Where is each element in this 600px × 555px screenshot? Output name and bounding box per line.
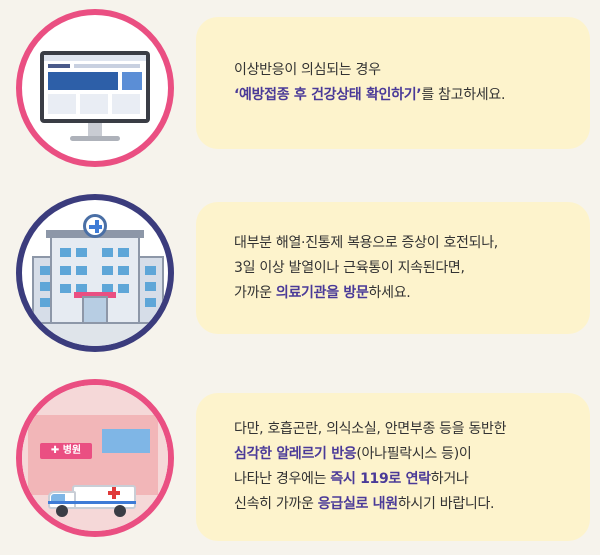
info-bubble: 대부분 해열·진통제 복용으로 증상이 호전되나, 3일 이상 발열이나 근육통… (196, 202, 590, 334)
info-line: 3일 이상 발열이나 근육통이 지속된다면, (234, 259, 465, 276)
guide-item-emergency: ✚ 병원 다만, 호흡곤란, 의식소실, 안면부종 등을 동반한 심각한 알레르… (0, 375, 600, 550)
highlight-text: 심각한 알레르기 반응 (234, 446, 357, 462)
info-line: 나타난 경우에는 즉시 119로 연락하거나 (234, 471, 469, 487)
info-line: ‘예방접종 후 건강상태 확인하기’를 참고하세요. (234, 87, 506, 103)
medical-cross-icon (83, 214, 107, 238)
info-line: 다만, 호흡곤란, 의식소실, 안면부종 등을 동반한 (234, 421, 507, 437)
info-line: 신속히 가까운 응급실로 내원하시기 바랍니다. (234, 496, 495, 512)
info-line: 가까운 의료기관을 방문하세요. (234, 284, 411, 301)
guide-item-visit-clinic: 대부분 해열·진통제 복용으로 증상이 호전되나, 3일 이상 발열이나 근육통… (0, 190, 600, 365)
hospital-building-icon (16, 194, 174, 352)
computer-monitor-icon (16, 9, 174, 167)
info-line: 대부분 해열·진통제 복용으로 증상이 호전되나, (234, 234, 498, 251)
info-line: 심각한 알레르기 반응(아나필락시스 등)이 (234, 446, 472, 462)
hospital-sign: ✚ 병원 (40, 443, 92, 459)
guide-item-check-status: 이상반응이 의심되는 경우 ‘예방접종 후 건강상태 확인하기’를 참고하세요. (0, 5, 600, 180)
info-bubble: 다만, 호흡곤란, 의식소실, 안면부종 등을 동반한 심각한 알레르기 반응(… (196, 393, 590, 541)
highlight-text: 의료기관을 방문 (275, 284, 369, 301)
highlight-text: 응급실로 내원 (317, 496, 398, 512)
hospital-ambulance-icon: ✚ 병원 (16, 379, 174, 537)
highlight-text: ‘예방접종 후 건강상태 확인하기’ (234, 87, 422, 103)
info-line: 이상반응이 의심되는 경우 (234, 62, 381, 78)
website-screen (44, 55, 146, 119)
info-bubble: 이상반응이 의심되는 경우 ‘예방접종 후 건강상태 확인하기’를 참고하세요. (196, 17, 590, 149)
ambulance-icon (72, 485, 136, 509)
highlight-text: 즉시 119로 연락 (330, 471, 431, 487)
